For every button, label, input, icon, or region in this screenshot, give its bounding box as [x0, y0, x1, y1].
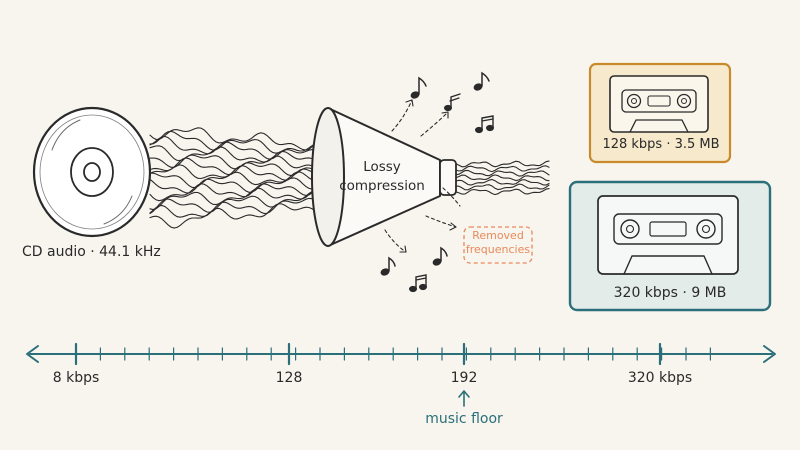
removed-arrows	[384, 99, 461, 253]
music-note-icon	[432, 246, 448, 266]
removed-frequencies-box	[463, 226, 533, 264]
cd-source-label: CD audio · 44.1 kHz	[22, 244, 161, 260]
waveform-line	[149, 203, 328, 229]
bitrate-axis	[26, 342, 776, 407]
cassette-128-icon	[588, 62, 732, 164]
axis-tick-label-128: 128	[275, 370, 303, 386]
waveform-line	[149, 177, 328, 194]
compressed-waveform-line	[455, 188, 550, 196]
output-waveform	[455, 160, 550, 196]
waveform-line	[149, 197, 328, 218]
waveform-line	[149, 145, 328, 168]
axis-tick-label-320: 320 kbps	[627, 370, 693, 386]
compressed-waveform-line	[455, 165, 550, 173]
waveform-line	[149, 183, 328, 202]
music-floor-label: music floor	[425, 411, 503, 427]
cassette-320-icon	[568, 180, 772, 312]
compressed-waveform-line	[455, 183, 550, 191]
compressed-waveform-line	[455, 174, 550, 182]
compressed-waveform-line	[455, 169, 550, 177]
removed-label-line2: frequencies	[465, 243, 531, 256]
music-note-icon	[475, 115, 494, 134]
waveform-line	[149, 135, 328, 161]
removed-frequencies-label: Removed frequencies	[463, 229, 533, 257]
music-note-icon	[473, 71, 490, 91]
waveform-line	[149, 186, 328, 211]
music-note-icon	[410, 76, 427, 99]
waveform-line	[149, 190, 328, 215]
waveform-line	[149, 171, 328, 189]
music-note-icon	[409, 274, 427, 293]
music-floor-arrow-icon	[458, 390, 470, 407]
compression-cone-icon	[311, 107, 457, 247]
input-waveform	[149, 127, 328, 229]
cassette-128-label: 128 kbps · 3.5 MB	[602, 137, 720, 152]
compressor-label: Lossy compression	[336, 158, 428, 196]
axis-tick-label-192: 192	[450, 370, 478, 386]
removed-label-line1: Removed	[472, 229, 524, 242]
music-notes	[380, 71, 494, 293]
music-note-icon	[444, 93, 461, 112]
axis-tick-label-8: 8 kbps	[52, 370, 100, 386]
cd-disc-icon	[32, 106, 152, 238]
waveform-line	[149, 127, 328, 151]
compressed-waveform-line	[455, 160, 550, 168]
compressor-label-line2: compression	[339, 178, 425, 194]
compressor-label-line1: Lossy	[363, 159, 401, 175]
compressed-waveform-line	[455, 178, 550, 186]
cassette-320-label: 320 kbps · 9 MB	[613, 285, 727, 301]
waveform-line	[149, 130, 328, 154]
music-note-icon	[380, 256, 396, 276]
